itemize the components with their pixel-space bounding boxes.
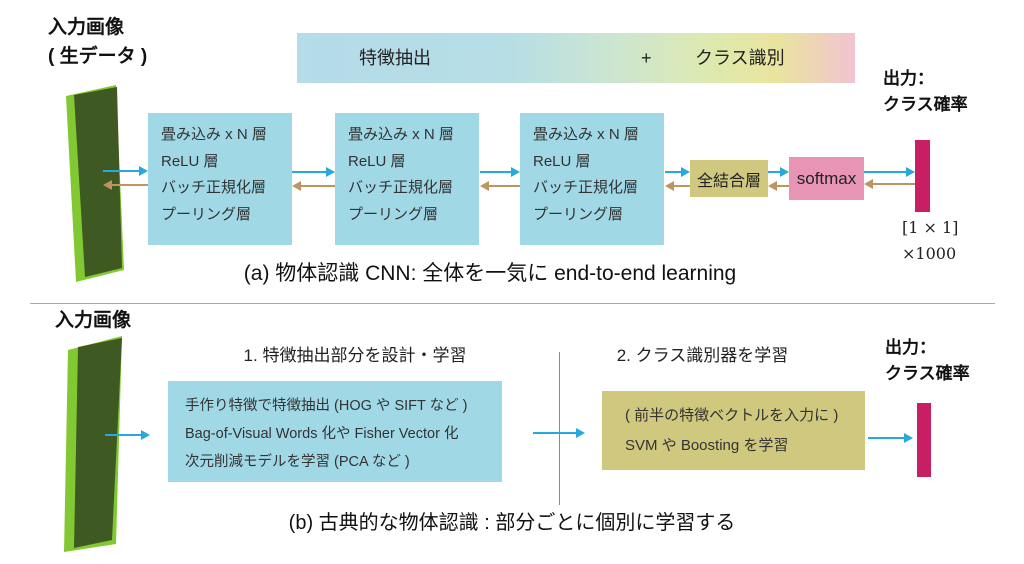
cnn-layer-line: プーリング層 <box>533 205 624 223</box>
output-label-a-line2: クラス確率 <box>883 95 968 114</box>
softmax-label: softmax <box>796 168 857 188</box>
cnn-layer-line: バッチ正規化層 <box>348 179 454 196</box>
output-label-b: 出力： クラス確率 <box>885 335 970 387</box>
feature-extraction-box: 手作り特徴で特徴抽出 (HOG や SIFT など ) Bag-of-Visua… <box>168 381 502 482</box>
output-label-a: 出力： クラス確率 <box>883 66 968 118</box>
feature-box-line: 手作り特徴で特徴抽出 (HOG や SIFT など ) <box>185 398 468 414</box>
class-identification-label: クラス識別 <box>695 48 785 68</box>
backward-arrow-icon <box>292 181 335 191</box>
feature-box-line: Bag-of-Visual Words 化や Fisher Vector 化 <box>185 426 459 442</box>
output-label-a-line1: 出力： <box>883 69 934 88</box>
softmax-box: softmax <box>789 157 864 200</box>
output-label-b-line1: 出力： <box>885 338 936 357</box>
output-label-b-line2: クラス確率 <box>885 364 970 383</box>
cnn-layer-line: 畳み込み x N 層 <box>161 126 267 143</box>
input-image-panel-b <box>64 336 122 552</box>
output-dims-line2: ×1000 <box>902 244 957 263</box>
forward-arrow-icon <box>868 433 913 443</box>
cnn-layer-line: プーリング層 <box>161 205 252 223</box>
cnn-layer-line: プーリング層 <box>348 205 439 223</box>
forward-arrow-icon <box>480 167 520 177</box>
forward-arrow-icon <box>768 167 789 177</box>
forward-arrow-icon <box>665 167 690 177</box>
classifier-box: ( 前半の特徴ベクトルを入力に ) SVM や Boosting を学習 <box>602 391 865 470</box>
output-probability-bar-a <box>915 140 930 212</box>
backward-arrow-icon <box>768 181 789 191</box>
panel-face-shape <box>74 338 122 548</box>
input-image-label-a: 入力画像 ( 生データ ) <box>48 13 147 71</box>
input-image-label-a-line2: ( 生データ ) <box>48 46 148 67</box>
forward-arrow-icon <box>103 166 148 176</box>
backward-arrow-icon <box>103 180 148 190</box>
cnn-layer-line: 畳み込み x N 層 <box>348 126 454 143</box>
forward-arrow-icon <box>292 167 335 177</box>
panel-face-shape <box>74 87 122 277</box>
output-dims-line1: [1 × 1] <box>902 218 959 237</box>
cnn-layer-line: ReLU 層 <box>348 152 406 170</box>
input-image-panel-a <box>66 85 124 282</box>
cnn-block-3: 畳み込み x N 層 ReLU 層 バッチ正規化層 プーリング層 <box>520 113 664 245</box>
classifier-box-line: ( 前半の特徴ベクトルを入力に ) <box>625 407 839 424</box>
backward-arrow-icon <box>480 181 520 191</box>
cnn-block-1: 畳み込み x N 層 ReLU 層 バッチ正規化層 プーリング層 <box>148 113 292 245</box>
cnn-layer-line: ReLU 層 <box>161 152 219 170</box>
input-image-label-a-line1: 入力画像 <box>48 17 125 38</box>
cnn-layer-line: 畳み込み x N 層 <box>533 126 639 143</box>
forward-arrow-icon <box>533 428 585 438</box>
step1-title: 1. 特徴抽出部分を設計・学習 <box>243 346 467 365</box>
fully-connected-label: 全結合層 <box>696 172 761 190</box>
classifier-box-line: SVM や Boosting を学習 <box>625 437 789 454</box>
forward-arrow-icon <box>105 430 150 440</box>
fully-connected-box: 全結合層 <box>690 160 768 197</box>
input-image-label-b: 入力画像 <box>55 310 132 331</box>
feature-extraction-label: 特徴抽出 <box>359 48 431 68</box>
caption-a: (a) 物体認識 CNN: 全体を一気に end-to-end learning <box>243 262 737 285</box>
pipeline-gradient-bar: 特徴抽出 + クラス識別 <box>297 33 855 83</box>
forward-arrow-icon <box>864 167 915 177</box>
backward-arrow-icon <box>864 179 915 189</box>
caption-b: (b) 古典的な物体認識 : 部分ごとに個別に学習する <box>288 512 736 534</box>
plus-sign: + <box>641 48 652 68</box>
cnn-block-2: 畳み込み x N 層 ReLU 層 バッチ正規化層 プーリング層 <box>335 113 479 245</box>
output-probability-bar-b <box>917 403 931 477</box>
step2-title: 2. クラス識別器を学習 <box>616 346 789 365</box>
output-dimensions: [1 × 1] ×1000 <box>902 215 958 267</box>
cnn-layer-line: バッチ正規化層 <box>533 179 639 196</box>
stage-divider-line <box>559 352 560 505</box>
cnn-layer-line: バッチ正規化層 <box>161 179 267 196</box>
feature-box-line: 次元削減モデルを学習 (PCA など ) <box>185 454 410 470</box>
backward-arrow-icon <box>665 181 690 191</box>
cnn-layer-line: ReLU 層 <box>533 152 591 170</box>
section-divider <box>30 303 995 304</box>
